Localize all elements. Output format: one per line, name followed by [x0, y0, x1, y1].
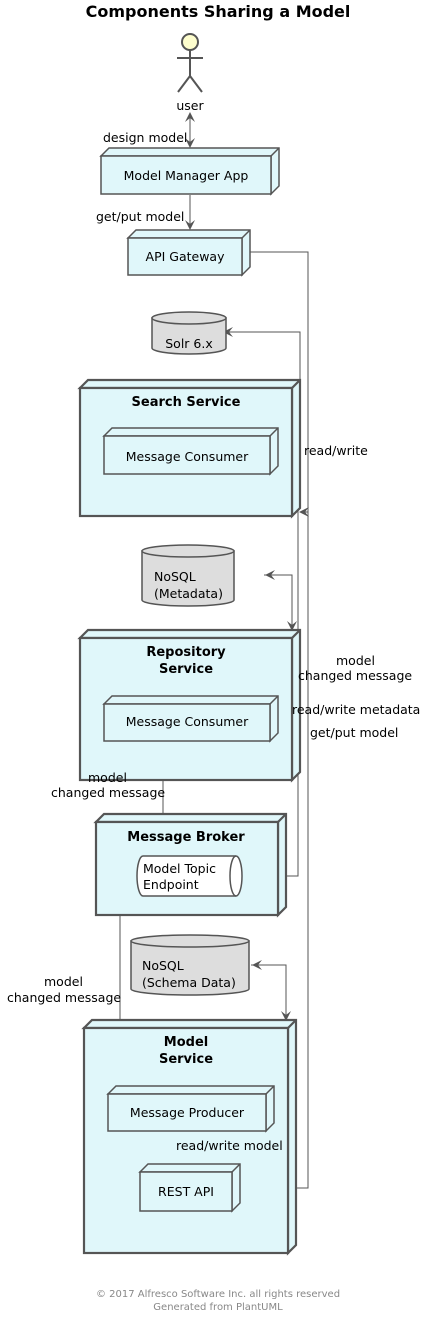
footer-generated: Generated from PlantUML — [153, 1302, 283, 1313]
search-service-node: Search Service Message Consumer — [77, 378, 302, 519]
repo-message-consumer-node: Message Consumer — [102, 695, 279, 743]
repository-service-title-2: Service — [159, 662, 213, 677]
model-changed-bottom-label-2: changed message — [7, 990, 121, 1005]
nosql-schema-label-1: NoSQL — [142, 958, 184, 973]
model-manager-app-node: Model Manager App — [99, 147, 280, 196]
edge-labels: design model get/put model read/write mo… — [7, 130, 420, 1153]
model-topic-endpoint-queue: Model Topic Endpoint — [136, 855, 243, 897]
diagram-title: Components Sharing a Model — [86, 2, 351, 21]
repository-service-title-1: Repository — [146, 645, 226, 660]
get-put-model-label-2: get/put model — [310, 725, 398, 740]
search-message-consumer-label: Message Consumer — [126, 449, 249, 464]
read-write-metadata-label: read/write metadata — [292, 702, 420, 717]
model-changed-left-label-2: changed message — [51, 785, 165, 800]
nosql-metadata-label-1: NoSQL — [154, 569, 196, 584]
message-broker-node: Message Broker Model Topic Endpoint — [93, 812, 288, 918]
model-service-title-2: Service — [159, 1052, 213, 1067]
design-model-label: design model — [103, 130, 187, 145]
api-gateway-node: API Gateway — [126, 229, 251, 277]
model-manager-app-label: Model Manager App — [124, 168, 249, 183]
nosql-metadata-database: NoSQL (Metadata) — [141, 544, 235, 607]
message-producer-label: Message Producer — [130, 1105, 245, 1120]
read-write-label: read/write — [304, 443, 368, 458]
nosql-schema-label-2: (Schema Data) — [142, 975, 236, 990]
repository-service-node: Repository Service Message Consumer — [77, 628, 302, 783]
model-service-title-1: Model — [164, 1035, 208, 1050]
model-changed-right-label-1: model — [336, 653, 375, 668]
user-label: user — [176, 98, 204, 113]
rest-api-label: REST API — [158, 1184, 214, 1199]
user-actor: user — [176, 33, 204, 113]
footer-copyright: © 2017 Alfresco Software Inc. all rights… — [96, 1289, 340, 1300]
nosql-metadata-label-2: (Metadata) — [154, 586, 223, 601]
topic-endpoint-label-1: Model Topic — [143, 861, 216, 876]
model-changed-right-label-2: changed message — [298, 668, 412, 683]
message-producer-node: Message Producer — [106, 1085, 275, 1133]
read-write-model-label: read/write model — [176, 1138, 283, 1153]
message-broker-title: Message Broker — [127, 830, 245, 845]
edge-schema-down — [251, 964, 291, 1021]
repo-message-consumer-label: Message Consumer — [126, 714, 249, 729]
model-service-node: Model Service Message Producer REST API — [81, 1018, 298, 1256]
topic-endpoint-label-2: Endpoint — [143, 877, 199, 892]
search-message-consumer-node: Message Consumer — [102, 427, 279, 476]
model-changed-bottom-label-1: model — [44, 974, 83, 989]
model-changed-left-label-1: model — [88, 770, 127, 785]
nosql-schema-database: NoSQL (Schema Data) — [130, 934, 250, 996]
rest-api-node: REST API — [138, 1163, 241, 1213]
solr-database: Solr 6.x — [151, 311, 227, 355]
solr-label: Solr 6.x — [165, 336, 213, 351]
get-put-model-label-1: get/put model — [96, 209, 184, 224]
edge-metadata-down — [264, 574, 297, 631]
search-service-title: Search Service — [132, 395, 241, 410]
api-gateway-label: API Gateway — [146, 249, 226, 264]
